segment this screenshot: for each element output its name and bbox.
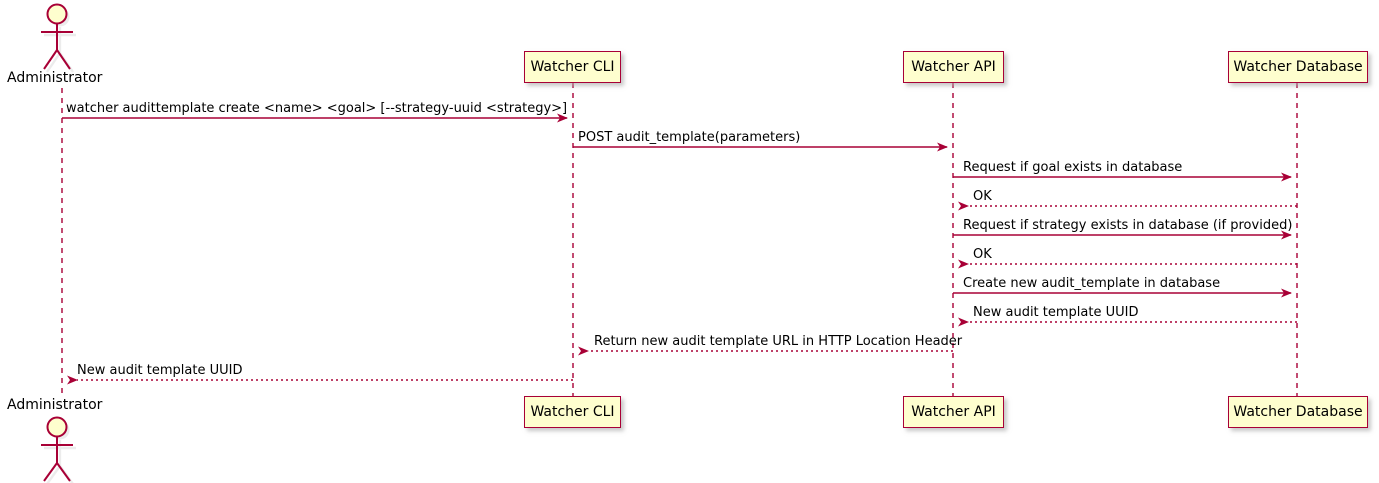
message-label-2: POST audit_template(parameters) [578, 130, 800, 145]
message-text-1: watcher audittemplate create <name> <goa… [66, 101, 568, 116]
actor-administrator-top [41, 3, 76, 73]
participant-box-watcher-cli-top[interactable]: Watcher CLI [524, 51, 621, 83]
participant-label-watcher-cli-bottom: Watcher CLI [530, 404, 615, 420]
participant-label-watcher-api-top: Watcher API [911, 59, 996, 75]
participant-box-watcher-database-bottom[interactable]: Watcher Database [1228, 396, 1368, 428]
participant-box-watcher-api-bottom[interactable]: Watcher API [903, 396, 1004, 428]
message-text-3: Request if goal exists in database [963, 160, 1183, 175]
participant-label-watcher-api-bottom: Watcher API [911, 404, 996, 420]
actor-label-administrator-bottom: Administrator [7, 397, 102, 413]
participant-box-watcher-api-top[interactable]: Watcher API [903, 51, 1004, 83]
message-label-7: Create new audit_template in database [963, 276, 1220, 291]
message-text-5: Request if strategy exists in database (… [963, 218, 1293, 233]
message-text-10: New audit template UUID [77, 363, 243, 378]
participant-label-watcher-database-top: Watcher Database [1233, 59, 1363, 75]
participant-box-watcher-cli-bottom[interactable]: Watcher CLI [524, 396, 621, 428]
actor-name-bottom: Administrator [7, 397, 103, 413]
message-label-8: New audit template UUID [973, 305, 1138, 320]
message-label-6: OK [973, 247, 992, 262]
message-label-5: Request if strategy exists in database (… [963, 218, 1292, 233]
participant-box-watcher-database-top[interactable]: Watcher Database [1228, 51, 1368, 83]
message-text-2: POST audit_template(parameters) [578, 130, 801, 145]
message-label-10: New audit template UUID [77, 363, 242, 378]
message-label-9: Return new audit template URL in HTTP Lo… [594, 334, 962, 349]
participant-label-watcher-database-bottom: Watcher Database [1233, 404, 1363, 420]
participant-label-watcher-cli-top: Watcher CLI [530, 59, 615, 75]
message-arrows [62, 113, 1297, 385]
message-text-9: Return new audit template URL in HTTP Lo… [594, 334, 963, 349]
message-label-4: OK [973, 189, 992, 204]
message-text-8: New audit template UUID [973, 305, 1139, 320]
lifelines [61, 83, 1298, 396]
message-text-6: OK [973, 247, 992, 262]
actor-name-top: Administrator [7, 70, 103, 86]
actor-label-administrator-top: Administrator [7, 70, 102, 86]
message-text-7: Create new audit_template in database [963, 276, 1221, 291]
message-text-4: OK [973, 189, 992, 204]
message-label-1: watcher audittemplate create <name> <goa… [66, 101, 567, 116]
message-label-3: Request if goal exists in database [963, 160, 1182, 175]
actor-administrator-bottom [41, 416, 76, 483]
